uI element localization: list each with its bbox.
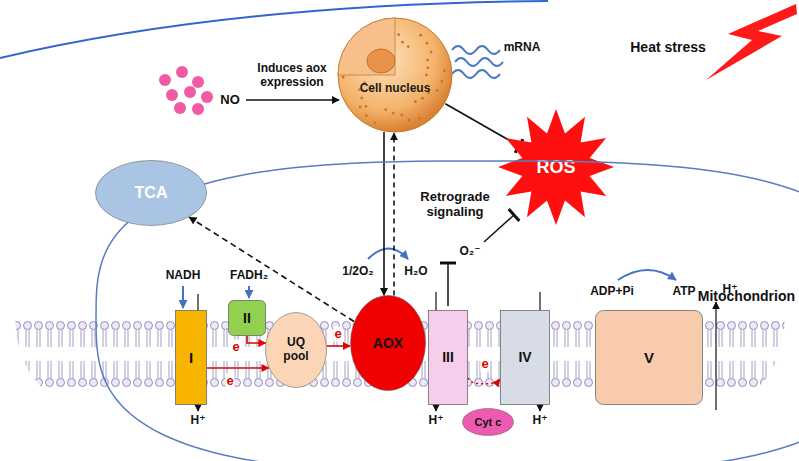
inhibition-line: [447, 263, 449, 306]
node-label: Cell nucleus: [360, 82, 431, 96]
complex-box: III: [428, 310, 468, 405]
text-holder: II: [228, 300, 266, 336]
electron-arrow: [468, 378, 500, 384]
node-label: V: [644, 349, 654, 366]
no-molecules: [159, 66, 213, 115]
complex-box: I: [175, 310, 207, 405]
node-label: UQ pool: [278, 336, 315, 364]
complex-box: IV: [500, 310, 550, 405]
molecule-label: NO: [220, 93, 240, 108]
mrna-strands: [452, 46, 503, 78]
molecule-label: mRNA: [504, 41, 541, 55]
node-shape: [337, 17, 453, 133]
oxygen-reduction-arrow: [368, 249, 408, 260]
text-holder: IV: [500, 310, 550, 405]
ros-burst: ROS: [497, 108, 615, 226]
node-label: II: [243, 310, 251, 326]
node-label: Mitochondrion: [698, 288, 795, 304]
proton-label: H⁺: [429, 414, 444, 428]
node-label: I: [189, 349, 193, 366]
text-holder: UQ pool: [265, 312, 327, 388]
cell-nucleus: Cell nucleus: [337, 17, 453, 133]
text-holder: Mitochondrion: [5, 143, 795, 457]
proton-label: H⁺: [191, 414, 206, 428]
node-label: AOX: [373, 335, 403, 351]
aox-enzyme: AOX: [350, 295, 426, 391]
stress-label: Heat stress: [630, 39, 706, 55]
node-label: III: [442, 349, 454, 365]
proton-label: H⁺: [723, 283, 738, 297]
substrate-label: 1/2O₂: [342, 265, 373, 279]
node-label: Cyt c: [475, 416, 502, 429]
electron-arrow: [327, 345, 350, 347]
substrate-label: FADH₂: [230, 269, 268, 283]
edge-label: e: [480, 357, 489, 372]
fadh2-arrow: [248, 286, 250, 298]
edge-label: e: [333, 327, 342, 342]
cell-membrane: [0, 1, 548, 58]
text-holder: Cell nucleus: [337, 17, 453, 133]
electron-arrow: [207, 367, 269, 369]
ubiquinone-pool: UQ pool: [265, 312, 327, 388]
text-holder: I: [175, 310, 207, 405]
node-label: ROS: [536, 157, 575, 178]
tca-cycle: TCA: [95, 160, 207, 226]
nadh-arrow: [182, 286, 184, 308]
product-label: H₂O: [404, 265, 427, 279]
metabolic-arrow: [189, 217, 354, 321]
edge-label: Retrograde signaling: [414, 190, 496, 220]
edge-label: e: [231, 340, 240, 355]
text-holder: ROS: [497, 108, 615, 226]
complex-box: II: [228, 300, 266, 336]
text-holder: Cyt c: [462, 408, 514, 436]
radical-label: O₂⁻: [460, 245, 481, 259]
cytochrome-c: Cyt c: [462, 408, 514, 436]
atp-synthesis-arrow: [618, 270, 676, 280]
product-label: ATP: [672, 285, 695, 299]
atp-synthase: V: [595, 310, 703, 405]
proton-label: H⁺: [533, 414, 548, 428]
text-holder: III: [428, 310, 468, 405]
text-holder: AOX: [350, 295, 426, 391]
text-holder: V: [595, 310, 703, 405]
node-label: TCA: [135, 184, 168, 202]
signal-arrow: [383, 132, 385, 295]
lightning-bolt: [706, 4, 797, 80]
electron-arrow: [247, 336, 266, 343]
substrate-label: NADH: [166, 269, 201, 283]
substrate-label: ADP+Pi: [590, 285, 634, 299]
induction-arrow: [246, 99, 339, 101]
process-label: Induces aox expression: [237, 62, 347, 90]
node-label: IV: [518, 349, 531, 365]
edge-label: e: [225, 374, 234, 389]
retrograde-arrow: [393, 133, 395, 296]
text-holder: TCA: [95, 160, 207, 226]
mitochondrion: TCAIIIUQ poolAOXIIICyt cIVVMitochondrion: [5, 143, 795, 457]
proton-arrow: [715, 302, 716, 410]
